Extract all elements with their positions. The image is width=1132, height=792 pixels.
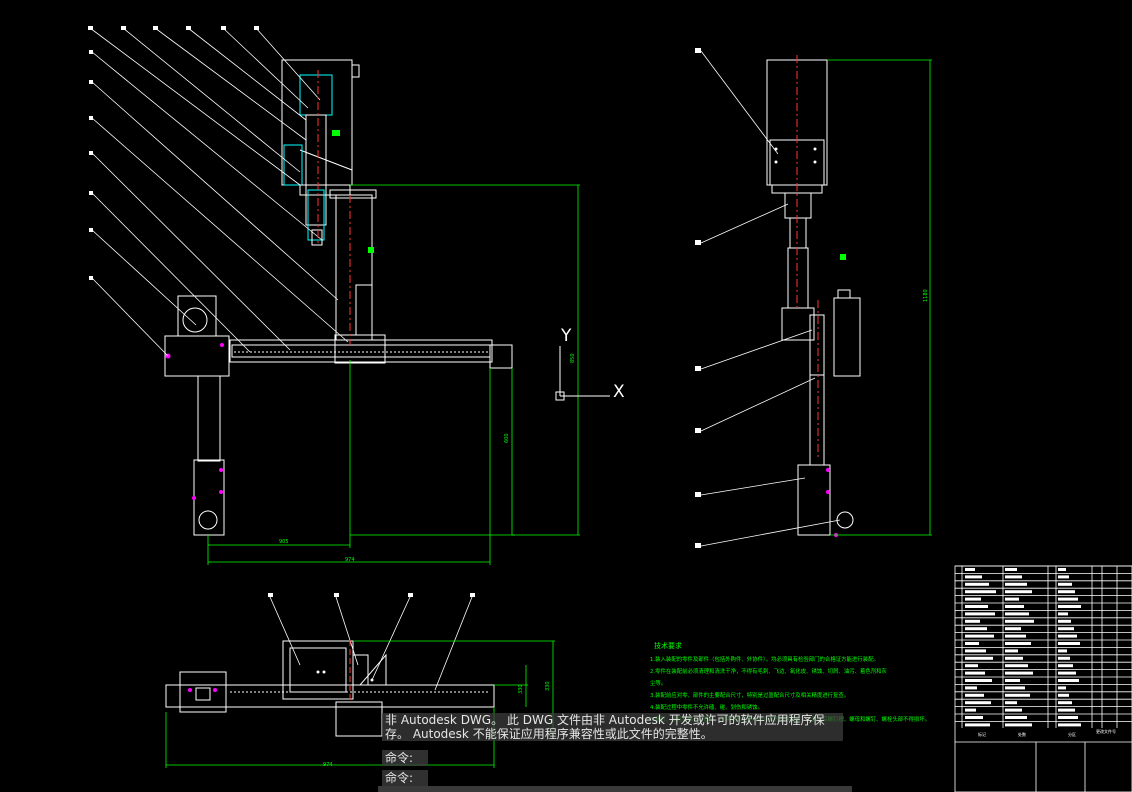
bom-cell-text-mark: [1005, 716, 1027, 719]
bom-cell-text-mark: [965, 649, 986, 653]
ucs-icon: [555, 346, 610, 401]
bom-cell-text-mark: [1058, 619, 1071, 623]
bom-cell-text-mark: [1058, 686, 1066, 690]
bom-cell-text-mark: [1005, 627, 1021, 631]
command-prompt-2[interactable]: 命令:: [382, 770, 428, 786]
bom-cell-text-mark: [1058, 693, 1069, 697]
bom-cell-text-mark: [965, 627, 987, 631]
bom-cell-text-mark: [965, 664, 978, 668]
bom-cell-text-mark: [1005, 649, 1018, 653]
side-view: [695, 48, 932, 548]
bom-cell-text-mark: [1005, 634, 1026, 638]
bom-cell-text-mark: [1005, 605, 1024, 608]
bom-cell-text-mark: [1005, 568, 1017, 571]
bom-cell-text-mark: [965, 619, 980, 623]
command-prompt-1: 命令:: [382, 750, 428, 766]
title-block-labels: 标记 处数 分区 更改文件号: [978, 728, 1116, 737]
bom-cell-text-mark: [1005, 590, 1032, 594]
top-dim-1: 974: [323, 762, 333, 768]
bom-cell-text-mark: [1005, 664, 1028, 668]
bom-cell-text-mark: [1058, 582, 1072, 586]
bom-cell-text-mark: [1005, 701, 1017, 705]
bom-cell-text-mark: [1058, 716, 1078, 719]
bom-cell-text-mark: [1058, 701, 1072, 705]
bom-cell-text-mark: [965, 671, 985, 675]
bom-cell-text-mark: [1005, 679, 1020, 682]
bom-cell-text-mark: [1005, 619, 1034, 623]
side-dim-1: 1180: [923, 289, 929, 302]
front-dim-3: 600: [504, 433, 510, 443]
tb-cell-2: 分区: [1068, 731, 1076, 737]
bom-cell-text-mark: [1005, 575, 1022, 579]
ucs-x-label: X: [613, 382, 625, 402]
front-dim-4: 850: [570, 353, 576, 363]
tech-line-2: 2.零件在装配前必须清理和清洗干净，不得有毛刺、飞边、氧化皮、锈蚀、切屑、油污、…: [650, 667, 888, 675]
bom-cell-text-mark: [1058, 575, 1069, 579]
tech-line-3: 尘等。: [650, 679, 666, 687]
bom-cell-text-mark: [1058, 664, 1073, 668]
tb-cell-0: 标记: [978, 731, 986, 737]
bom-cell-text-mark: [1058, 649, 1067, 653]
bom-cell-text-mark: [1058, 605, 1081, 608]
bom-cell-text-mark: [1005, 708, 1022, 712]
bom-cell-text-mark: [1005, 693, 1030, 697]
tb-cell-1: 处数: [1018, 731, 1026, 737]
bom-cell-text-mark: [965, 612, 995, 616]
bom-cell-text-mark: [965, 590, 996, 594]
top-dim-3: 330: [545, 681, 551, 691]
front-dim-1: 905: [279, 539, 289, 545]
title-block: [954, 565, 1132, 792]
bom-cell-text-mark: [1058, 671, 1076, 675]
bom-cell-text-mark: [1005, 656, 1023, 660]
tech-line-4: 3.装配前应对零、部件的主要配合尺寸，特别是过盈配合尺寸及相关精度进行复查。: [650, 691, 849, 699]
bom-cell-text-mark: [1058, 708, 1075, 712]
bom-cell-text-mark: [965, 723, 990, 727]
bom-cell-text-mark: [965, 568, 975, 571]
bom-cell-text-mark: [965, 642, 979, 645]
bom-cell-text-mark: [1005, 597, 1019, 601]
bom-cell-text-mark: [1005, 686, 1025, 690]
bom-cell-text-mark: [1058, 634, 1077, 638]
tb-cell-3: 更改文件号: [1096, 728, 1116, 734]
dwg-warning-message: 非 Autodesk DWG。 此 DWG 文件由非 Autodesk 开发或许…: [382, 713, 843, 741]
bom-cell-text-mark: [1058, 679, 1079, 682]
bom-cell-text-mark: [1005, 642, 1031, 645]
tech-line-1: 1.装入装配的零件及部件（包括外购件、外协件），均必须具有检验部门的合格证方能进…: [650, 655, 879, 663]
bom-cell-text-mark: [1058, 612, 1068, 616]
tech-title: 技术要求: [654, 641, 682, 650]
bom-cell-text-mark: [1005, 723, 1032, 727]
ucs-y-label: Y: [560, 326, 572, 346]
bom-cell-text-mark: [1005, 671, 1033, 675]
bom-cell-text-mark: [965, 656, 993, 660]
bom-cell-text-mark: [1058, 656, 1070, 660]
bom-cell-text-mark: [1058, 590, 1075, 594]
bom-cell-text-mark: [1058, 597, 1078, 601]
bom-cell-text-mark: [965, 597, 981, 601]
bom-cell-text-mark: [965, 708, 976, 712]
bom-cell-text-mark: [965, 686, 977, 690]
bom-cell-text-mark: [965, 605, 988, 608]
command-line-input-bar[interactable]: [378, 786, 852, 792]
bom-cell-text-mark: [965, 693, 984, 697]
bom-cell-text-mark: [1058, 642, 1080, 645]
bom-cell-text-mark: [1058, 568, 1066, 571]
bom-cell-text-mark: [1005, 612, 1029, 616]
front-dim-2: 974: [345, 557, 355, 563]
bom-cell-text-mark: [965, 679, 992, 682]
command-history: 非 Autodesk DWG。 此 DWG 文件由非 Autodesk 开发或许…: [382, 713, 843, 741]
bom-cell-text-mark: [965, 582, 989, 586]
bom-cell-text-mark: [965, 575, 982, 579]
bom-cell-text-mark: [965, 634, 994, 638]
bom-cell-text-mark: [965, 701, 991, 705]
front-view: [88, 26, 580, 565]
bom-cell-text-mark: [1005, 582, 1027, 586]
bom-cell-text-mark: [965, 716, 983, 719]
tech-line-5: 4.装配过程中零件不允许磕、碰、划伤和锈蚀。: [650, 703, 763, 711]
bom-cell-text-mark: [1058, 627, 1074, 631]
top-dim-2: 330: [518, 684, 524, 694]
bom-cell-text-mark: [1058, 723, 1081, 727]
